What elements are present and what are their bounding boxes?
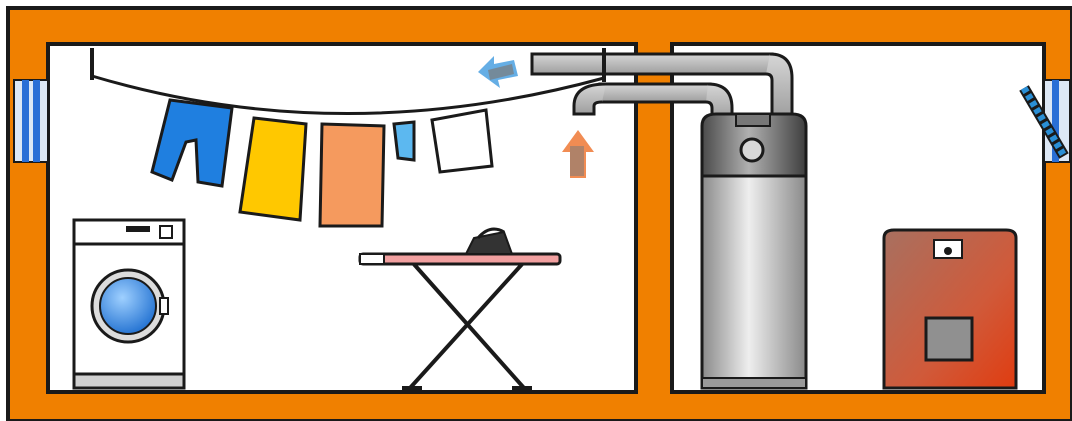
white-shirt (430, 108, 494, 174)
boiler (882, 228, 1018, 390)
yellow-towel (238, 116, 308, 222)
air-duct (530, 52, 794, 122)
hanging-laundry (150, 98, 494, 228)
right-window-open (1019, 79, 1071, 163)
washing-machine (72, 218, 186, 390)
light-blue-cloth (392, 120, 416, 162)
clothesline (90, 48, 606, 115)
ironing-board (358, 252, 562, 390)
cool-air-exhaust-arrow (478, 56, 518, 88)
boiler-hatch (924, 316, 974, 362)
salmon-towel (318, 122, 386, 228)
jeans (150, 98, 234, 188)
iron (464, 227, 514, 255)
warm-air-intake-arrow (562, 130, 594, 178)
left-window (13, 79, 49, 163)
heat-pump-water-heater (700, 112, 808, 390)
heater-control-dial (739, 137, 765, 163)
